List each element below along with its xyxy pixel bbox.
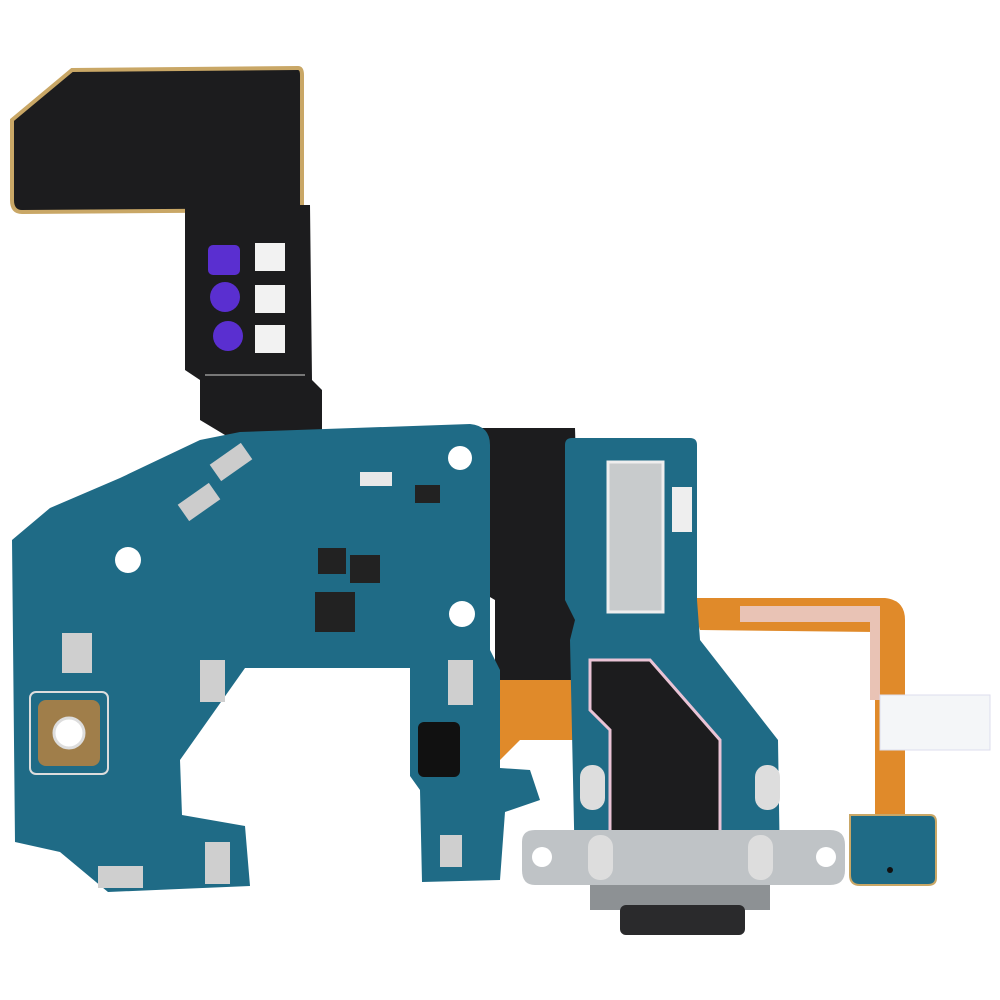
orange-flex-cable <box>490 455 905 820</box>
metal-shield <box>606 460 665 614</box>
main-pcb <box>12 424 540 892</box>
test-pads <box>208 243 285 353</box>
mount-hole <box>448 446 472 470</box>
components <box>62 442 473 888</box>
bracket-hole <box>532 847 552 867</box>
black-flex-strip <box>185 205 322 450</box>
mount-hole <box>115 547 141 573</box>
black-adhesive-pad <box>10 65 304 215</box>
white-tape <box>879 694 991 751</box>
mount-hole <box>449 601 475 627</box>
bracket-hole <box>816 847 836 867</box>
sensor-pad <box>29 691 109 775</box>
metal-bracket <box>522 830 845 885</box>
microphone-board <box>849 814 937 886</box>
usb-c-port <box>620 905 745 935</box>
microphone-hole <box>887 867 893 873</box>
